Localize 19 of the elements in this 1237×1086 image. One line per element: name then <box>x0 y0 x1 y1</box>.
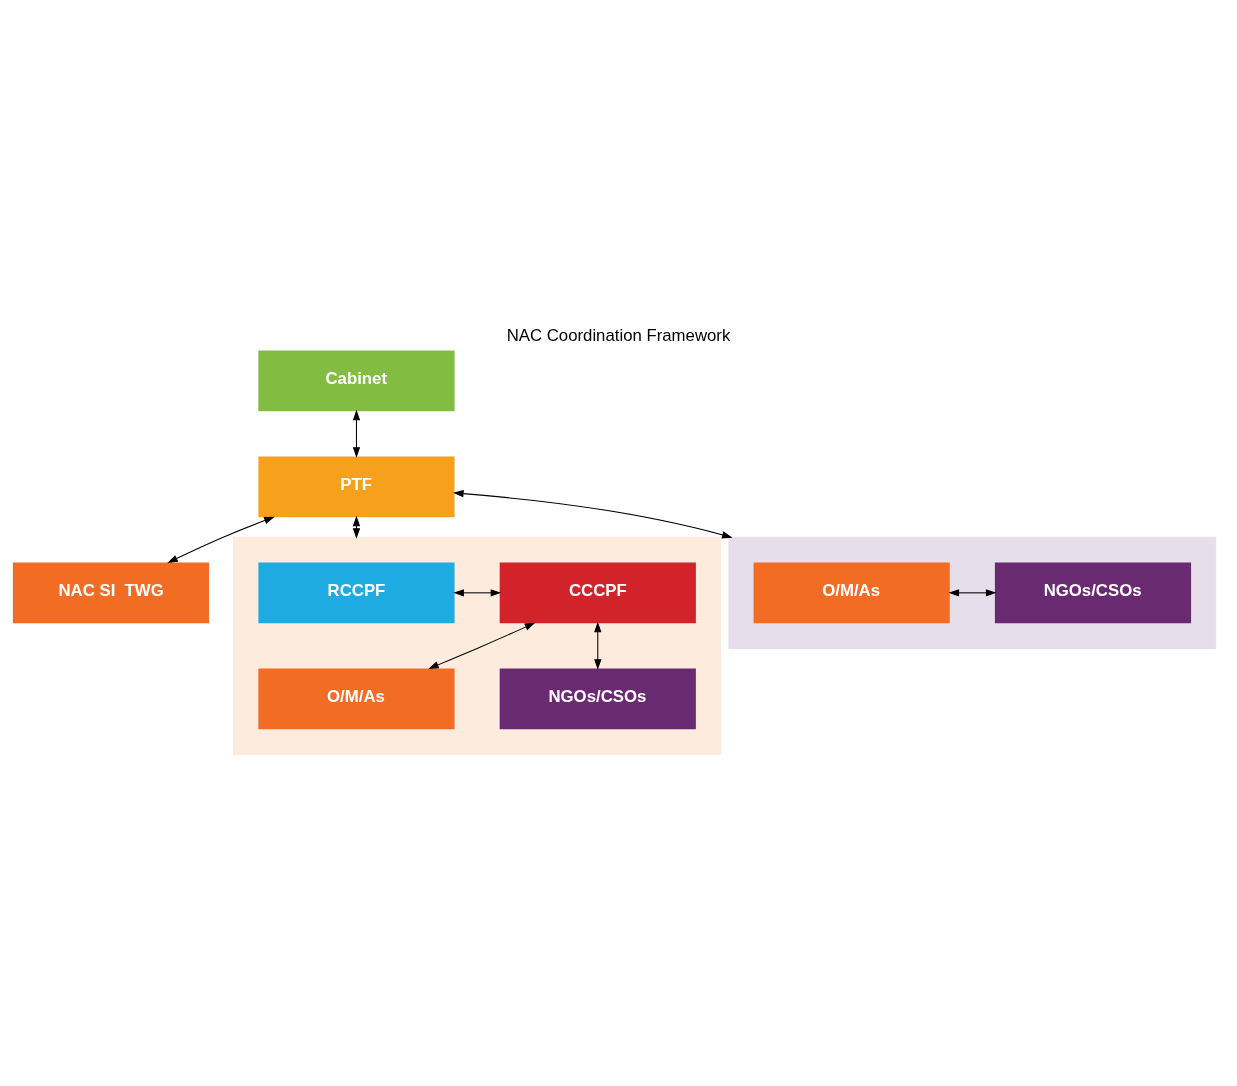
arrow <box>948 589 997 597</box>
cluster <box>728 536 1217 649</box>
node-box: NGOs/CSOs <box>499 668 696 730</box>
arrow <box>594 621 602 670</box>
arrow <box>453 490 733 539</box>
node-box: CCCPF <box>499 562 696 624</box>
diagram-title: NAC Coordination Framework <box>506 325 731 345</box>
arrow <box>453 589 502 597</box>
cluster <box>233 536 722 755</box>
node-box: Cabinet <box>258 350 455 412</box>
arrow <box>428 622 536 669</box>
arrow <box>167 516 275 564</box>
node-box: O/M/As <box>753 562 950 624</box>
node-box: PTF <box>258 456 455 518</box>
node-box: NGOs/CSOs <box>994 562 1192 624</box>
node-box: NAC SI TWG <box>12 562 210 624</box>
node-box: RCCPF <box>258 562 455 624</box>
arrow <box>352 409 361 458</box>
node-box: O/M/As <box>258 668 455 730</box>
